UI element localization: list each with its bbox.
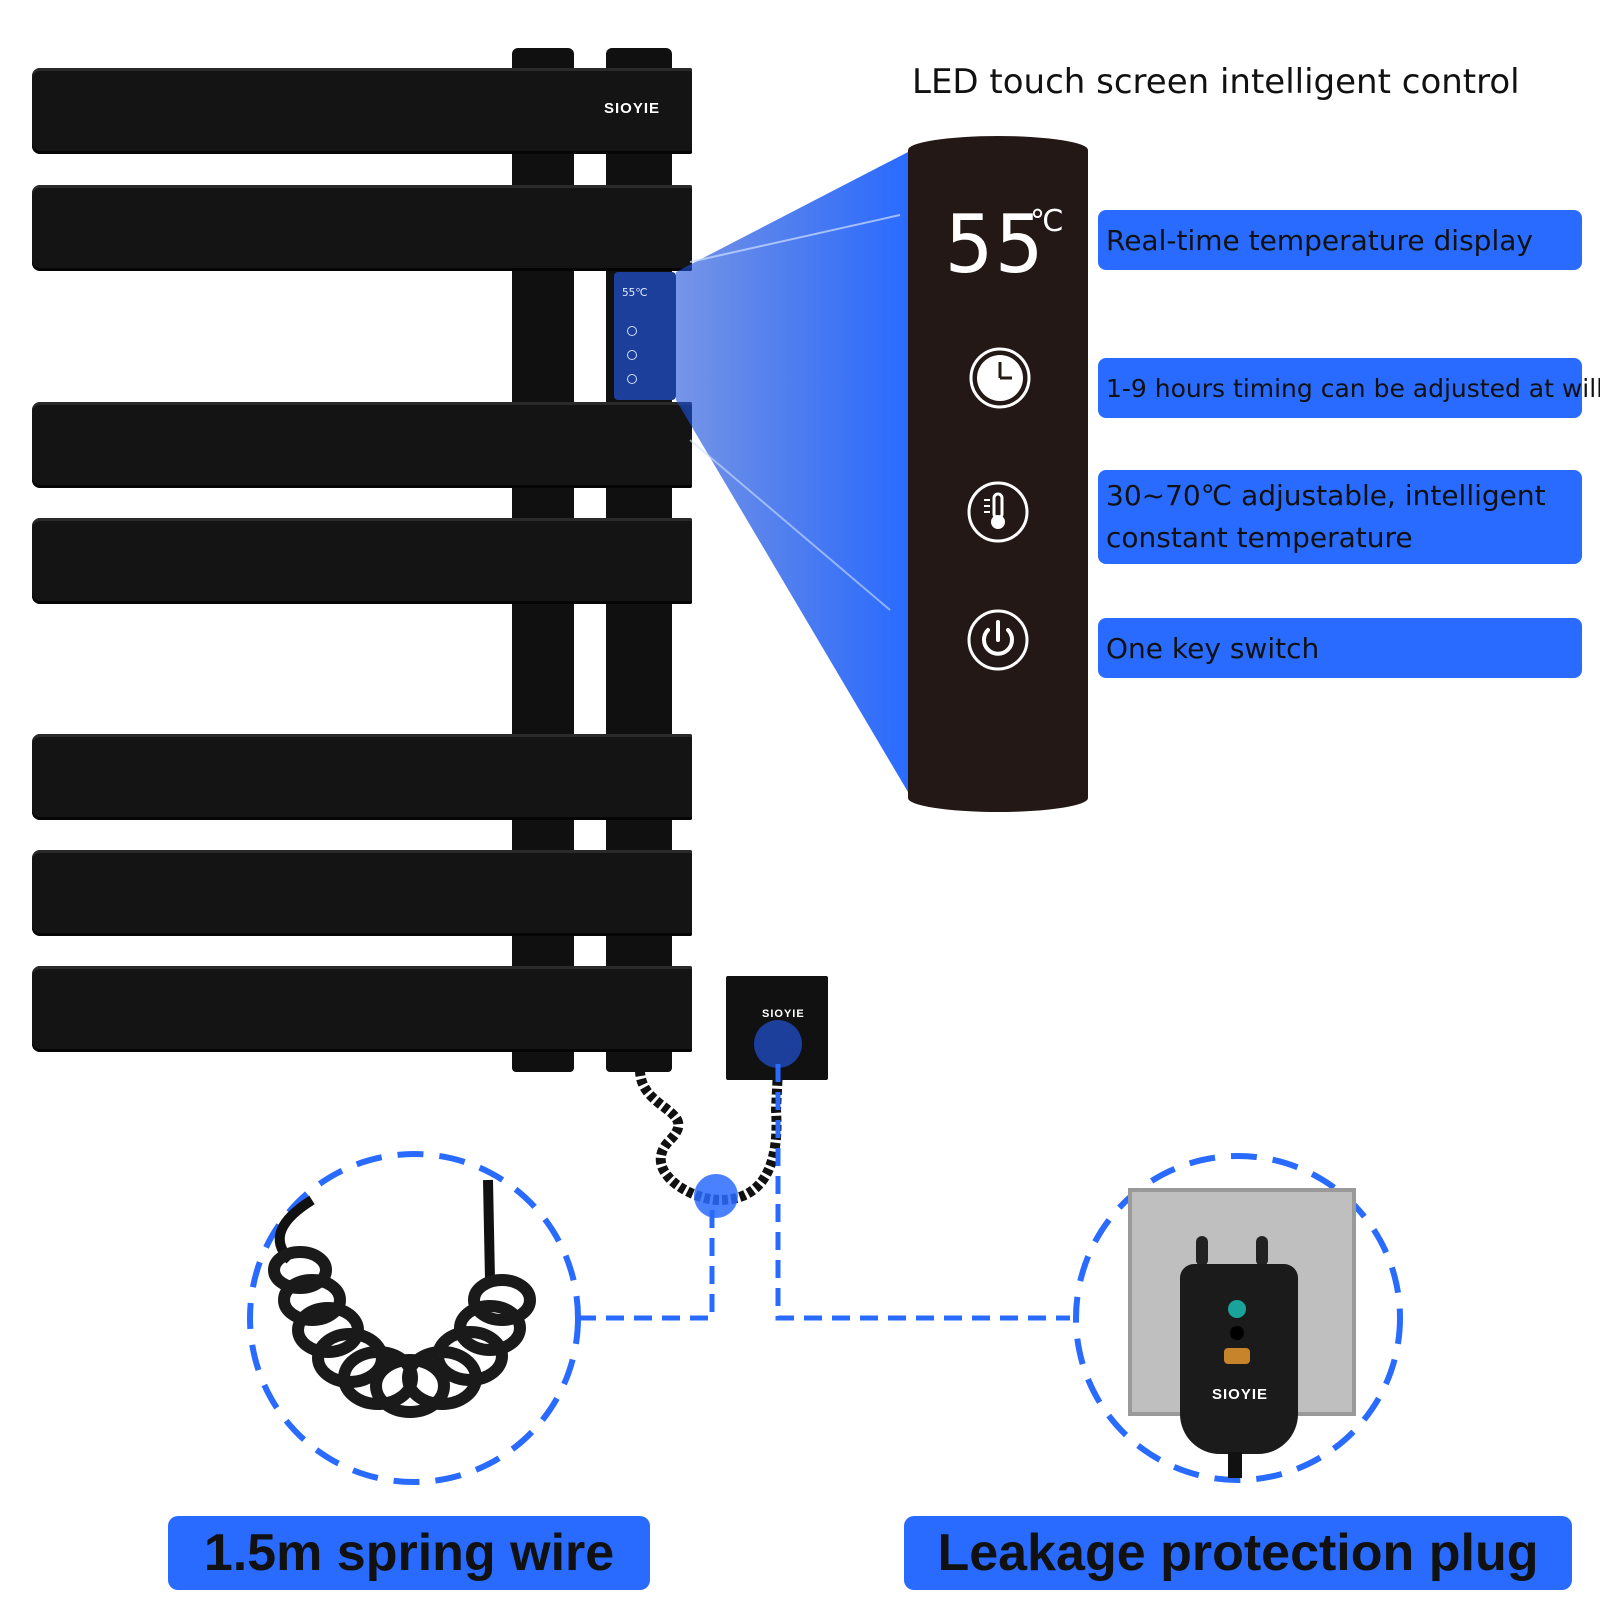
test-button [1230, 1326, 1244, 1340]
clock-icon[interactable] [968, 346, 1032, 410]
feature-tag-temperature-range: 30~70℃ adjustable, intelligent constant … [1098, 470, 1582, 564]
plug-prong [1256, 1236, 1268, 1266]
plug-prong [1196, 1236, 1208, 1266]
rail-bar [32, 68, 692, 154]
rail-bar [32, 966, 692, 1052]
rail-brand-logo: SIOYIE [604, 100, 661, 117]
caption-spring-wire: 1.5m spring wire [168, 1516, 650, 1590]
socket-highlight [754, 1020, 802, 1068]
mini-temperature-display: 55℃ [622, 286, 648, 299]
power-icon[interactable] [966, 608, 1030, 672]
rail-bar [32, 402, 692, 488]
panel-title: LED touch screen intelligent control [912, 62, 1520, 102]
temperature-unit: ℃ [1030, 204, 1064, 239]
reset-button [1224, 1348, 1250, 1364]
rail-bar [32, 518, 692, 604]
control-panel [908, 136, 1088, 812]
mini-power-icon [627, 374, 637, 384]
feature-tag-timing: 1-9 hours timing can be adjusted at will [1098, 358, 1600, 418]
mini-control-panel[interactable]: 55℃ [614, 272, 676, 400]
spring-wire-image [268, 1179, 536, 1418]
rail-bar [32, 185, 692, 271]
rail-bar [32, 734, 692, 820]
plug-cable [1228, 1452, 1242, 1478]
mini-thermometer-icon [627, 350, 637, 360]
socket-brand-logo: SIOYIE [762, 1008, 805, 1020]
plug-brand-logo: SIOYIE [1212, 1386, 1269, 1403]
rail-bar [32, 850, 692, 936]
wall-socket: SIOYIE [726, 976, 828, 1080]
feature-tag-one-key-switch: One key switch [1098, 618, 1582, 678]
temperature-display: 55 [945, 198, 1046, 291]
caption-leakage-plug: Leakage protection plug [904, 1516, 1572, 1590]
mini-clock-icon [627, 326, 637, 336]
indicator-light [1228, 1300, 1246, 1318]
leakage-plug: SIOYIE [1180, 1264, 1298, 1454]
thermometer-icon[interactable] [966, 480, 1030, 544]
feature-tag-temperature-display: Real-time temperature display [1098, 210, 1582, 270]
